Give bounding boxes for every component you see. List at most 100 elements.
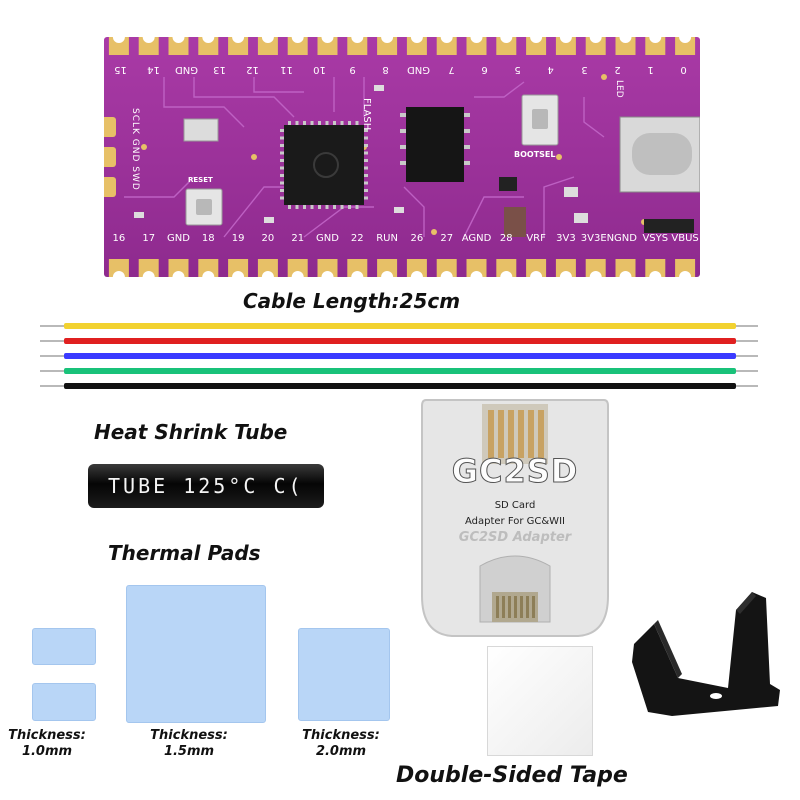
chip-pin — [364, 166, 368, 170]
chip-pin — [364, 181, 368, 185]
cable-wire — [64, 353, 736, 359]
heat-shrink-print: TUBE 125°C C( — [108, 474, 304, 498]
chip-pin — [355, 205, 359, 209]
castellated-pad — [585, 259, 606, 277]
chip-pin — [288, 121, 291, 125]
chip-pin — [280, 166, 284, 170]
castellated-pad — [555, 259, 576, 277]
adapter-line2: Adapter For GC&WII — [465, 516, 565, 527]
pin-label: VSYS — [642, 233, 669, 244]
pin-label: GND — [167, 233, 190, 244]
cables — [40, 323, 758, 389]
thermal-pad-1a — [32, 628, 96, 665]
chip-pin — [295, 121, 299, 125]
thermal-pad-1b — [32, 683, 96, 721]
gc2sd-adapter: GC2SD SD Card Adapter For GC&WII GC2SD A… — [418, 396, 612, 638]
pin-label: 14 — [147, 64, 161, 75]
castellated-pad — [466, 37, 487, 55]
board-stand — [632, 592, 780, 716]
chip-pin — [280, 196, 284, 200]
castellated-pad — [317, 259, 338, 277]
cable-wire — [64, 383, 736, 389]
chip-pin — [280, 189, 284, 192]
castellated-pad — [555, 37, 576, 55]
chip-pin — [325, 121, 329, 125]
chip-pin — [355, 121, 359, 125]
pin-label: 17 — [142, 233, 156, 244]
castellated-pad — [228, 259, 249, 277]
pin-label: 26 — [410, 233, 424, 244]
cable-tip — [736, 355, 758, 357]
pin-label: GND — [316, 233, 339, 244]
castellated-pad — [257, 37, 278, 55]
bootsel-label: BOOTSEL — [514, 150, 556, 159]
castellated-pad — [436, 37, 457, 55]
chip-pin — [310, 121, 314, 125]
cable-wire — [64, 323, 736, 329]
castellated-pad — [198, 37, 219, 55]
flash-label: FLASH — [361, 98, 372, 131]
pin-label: GND — [175, 64, 199, 75]
cable-tip — [40, 385, 64, 387]
pico-board-graphic — [98, 31, 701, 283]
thickness-label-3-title: Thickness: — [302, 728, 380, 743]
pin-label: 28 — [499, 233, 513, 244]
cable-tip — [40, 355, 64, 357]
pin-label: 12 — [246, 64, 260, 75]
cable-tip — [40, 370, 64, 372]
chip-pin — [280, 129, 284, 132]
chip-pin — [364, 196, 368, 200]
chip-pin — [318, 205, 321, 209]
chip-pin — [364, 136, 368, 140]
chip-pin — [364, 189, 368, 192]
castellated-pad — [436, 259, 457, 277]
chip-pin — [303, 205, 306, 209]
cable-tip — [736, 370, 758, 372]
castellated-pad — [377, 37, 398, 55]
pin-label: 7 — [448, 64, 455, 75]
pin-label: 16 — [112, 233, 126, 244]
castellated-pad — [585, 37, 606, 55]
chip-pin — [364, 129, 368, 132]
cable-wire — [64, 368, 736, 374]
debug-label: SCLK GND SWD — [130, 108, 140, 191]
castellated-pad — [287, 259, 308, 277]
castellated-pad — [526, 37, 547, 55]
thermal-pad-3 — [298, 628, 390, 721]
thickness-label-1-title: Thickness: — [8, 728, 86, 743]
pin-label: 11 — [279, 64, 293, 75]
thermal-caption: Thermal Pads — [108, 541, 261, 565]
thickness-label-2-title: Thickness: — [150, 728, 228, 743]
castellated-pad — [317, 37, 338, 55]
castellated-pad — [526, 259, 547, 277]
pin-label: 19 — [231, 233, 245, 244]
chip-pin — [280, 151, 284, 155]
pin-label: VBUS — [671, 233, 699, 244]
castellated-pad — [228, 37, 249, 55]
thickness-label-1-value: 1.0mm — [21, 744, 73, 759]
chip-pin — [280, 174, 284, 177]
cable-tip — [736, 325, 758, 327]
castellated-pad — [675, 259, 696, 277]
castellated-pad — [257, 259, 278, 277]
castellated-pad — [287, 37, 308, 55]
castellated-pad — [168, 37, 189, 55]
pin-label: 3 — [580, 64, 588, 75]
thermal-pad-2 — [126, 585, 266, 723]
chip-pin — [333, 121, 336, 125]
chip-pin — [348, 121, 351, 125]
castellated-pad — [675, 37, 696, 55]
pin-label: 15 — [114, 64, 127, 75]
pin-label: AGND — [461, 233, 492, 244]
pin-label: VRF — [526, 233, 546, 244]
chip-pin — [318, 121, 321, 125]
chip-pin — [340, 121, 344, 125]
pin-label: 10 — [312, 64, 326, 75]
chip-pin — [348, 205, 351, 209]
pin-label: 2 — [614, 64, 621, 75]
castellated-pad — [138, 37, 159, 55]
cable-tip — [40, 340, 64, 342]
pin-label: 21 — [291, 233, 305, 244]
